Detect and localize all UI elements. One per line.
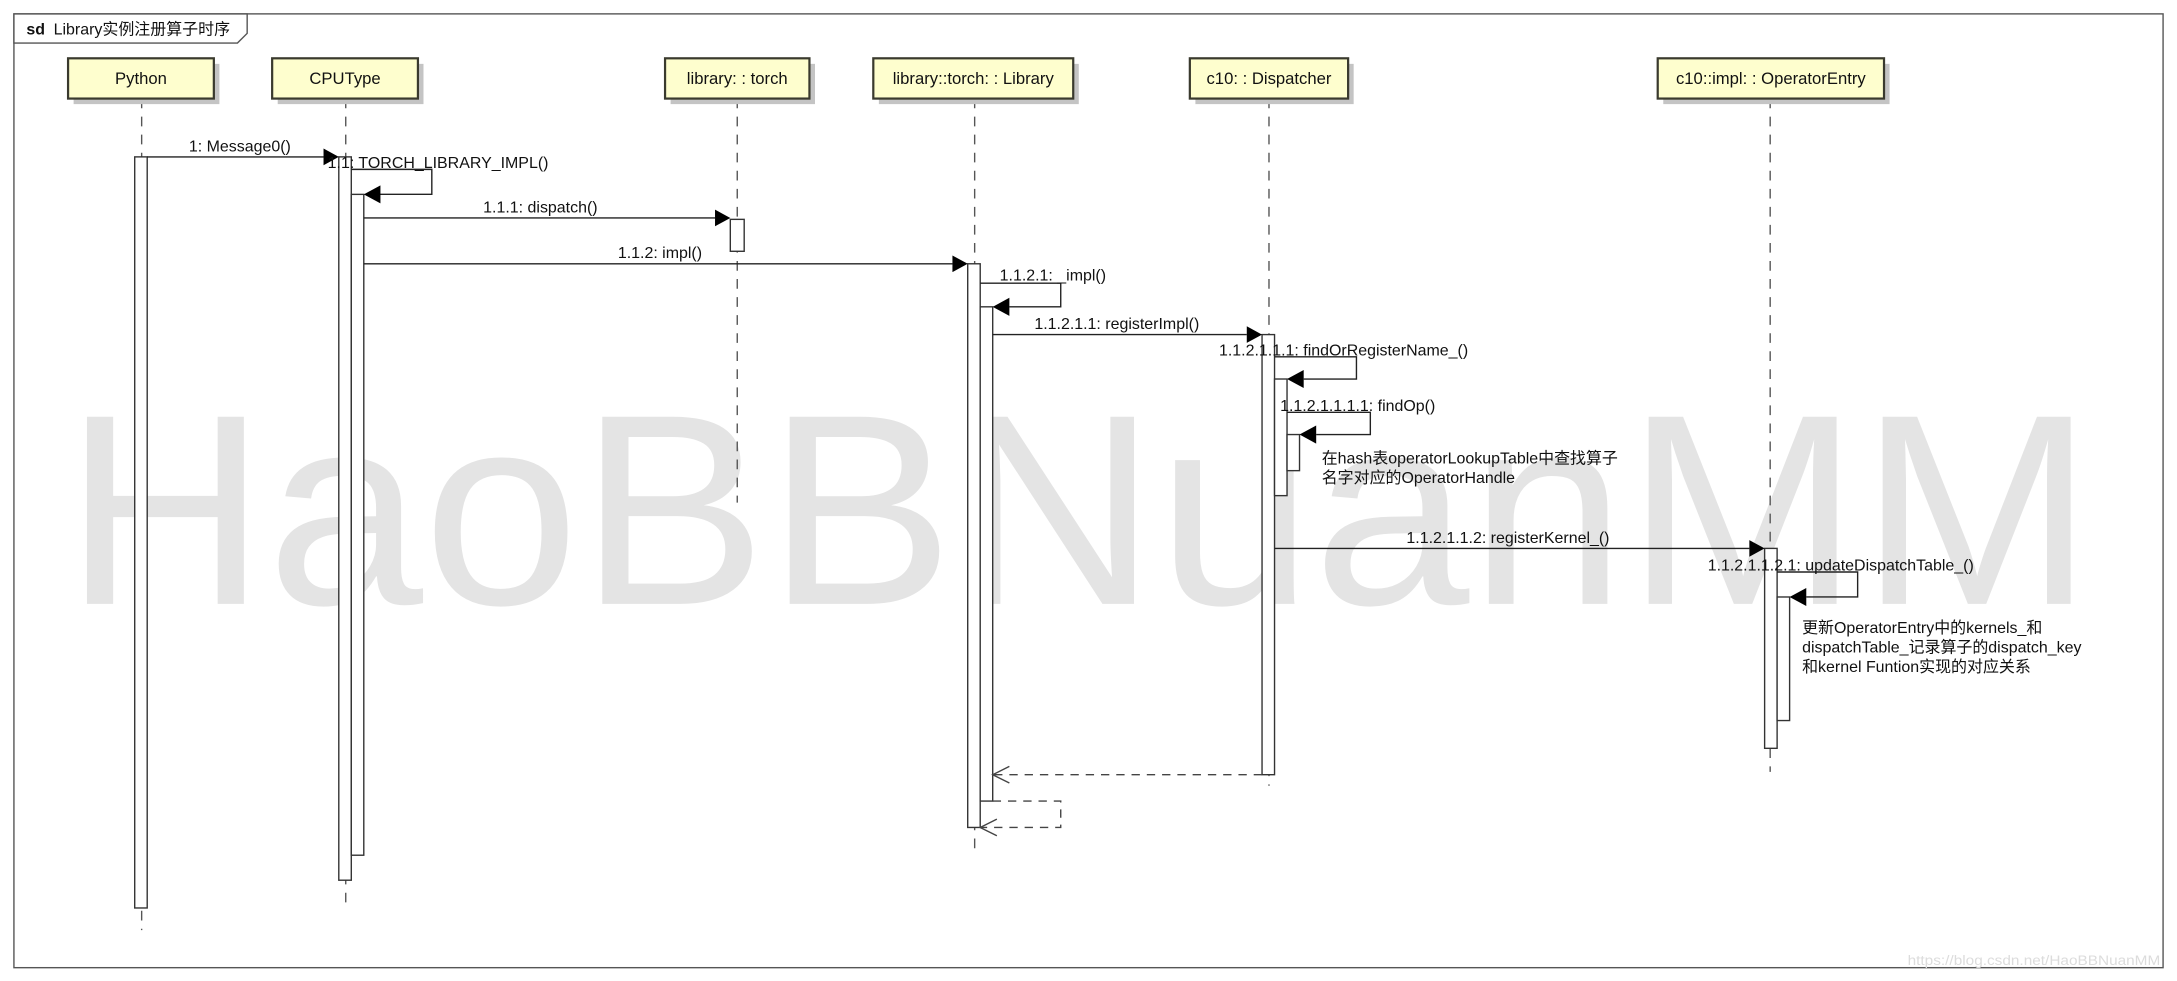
participant-box	[66, 57, 215, 100]
open-arrowhead	[978, 818, 998, 837]
arrowhead	[1749, 540, 1765, 557]
frame-title-text: Library实例注册算子时序	[54, 20, 230, 39]
frame-title-tab	[13, 13, 248, 44]
message-label: 1.1.2.1.1.1.1: findOp()	[1280, 398, 1435, 415]
self-message-line	[351, 168, 433, 196]
participant-box	[271, 57, 420, 100]
message-1-1-2-1	[980, 282, 1062, 316]
participant-library-torch: library: : torch	[663, 57, 815, 105]
message-1-1	[351, 168, 433, 204]
open-arrowhead	[991, 765, 1010, 784]
message-label: 1.1.1: dispatch()	[483, 199, 597, 216]
message-1-1-2-1-1-2	[1274, 540, 1765, 557]
frame-keyword: sd	[26, 22, 45, 39]
message-1-1-1	[363, 209, 731, 227]
arrowhead	[715, 209, 731, 227]
message-1-1-2-1-1	[992, 326, 1263, 343]
participant-dispatcher: c10: : Dispatcher	[1188, 57, 1354, 105]
message-label: 1.1.2.1.1.2: registerKernel_()	[1406, 530, 1609, 547]
activation-dispatcher	[1261, 333, 1276, 776]
message-label: 1.1.2.1.1.2.1: updateDispatchTable_()	[1708, 558, 1974, 575]
arrowhead	[1246, 326, 1263, 343]
activation-dispatcher-nested-2	[1286, 433, 1301, 472]
self-message-line	[1274, 356, 1358, 380]
message-1-1-2-1-1-2-1	[1777, 571, 1859, 607]
activation-operator-entry	[1763, 547, 1778, 750]
self-message-line	[1287, 411, 1372, 436]
participant-label: Python	[115, 69, 167, 88]
activation-cputype-nested	[350, 193, 365, 856]
message-1	[147, 148, 339, 166]
participant-operator-entry: c10::impl: : OperatorEntry	[1656, 57, 1890, 105]
participant-label: library::torch: : Library	[893, 69, 1055, 88]
activation-cputype	[338, 156, 352, 881]
participant-box	[663, 57, 811, 100]
message-label: 1: Message0()	[189, 138, 291, 155]
self-message-line	[1777, 571, 1859, 598]
participant-label: c10: : Dispatcher	[1206, 69, 1331, 88]
participant-library: library::torch: : Library	[872, 57, 1079, 105]
message-1-1-2-1-1-1	[1274, 356, 1358, 389]
participant-box	[1656, 57, 1886, 100]
participant-box	[872, 57, 1075, 100]
return-library-self	[978, 800, 1062, 837]
message-label: 1.1.2.1.1: registerImpl()	[1034, 316, 1199, 333]
diagram-frame	[13, 13, 2164, 969]
participant-python: Python	[66, 57, 220, 105]
activation-dispatcher-nested	[1273, 378, 1288, 497]
watermark-url: https://blog.csdn.net/HaoBBNuanMM	[1908, 952, 2161, 968]
activation-library-torch	[729, 218, 745, 252]
message-label: 1.1.2: impl()	[618, 245, 702, 262]
note-line: 在hash表operatorLookupTable中查找算子	[1322, 449, 1618, 468]
arrowhead	[1789, 587, 1807, 607]
participant-cputype: CPUType	[271, 57, 424, 105]
arrowhead	[363, 185, 381, 204]
activation-library-nested	[979, 306, 994, 802]
arrowhead	[1299, 425, 1317, 444]
frame-title: sd Library实例注册算子时序	[26, 20, 230, 39]
arrowhead	[952, 255, 968, 273]
message-1-1-2-1-1-1-1	[1287, 411, 1372, 444]
note-find-op: 在hash表operatorLookupTable中查找算子 名字对应的Oper…	[1322, 449, 1618, 487]
participant-label: c10::impl: : OperatorEntry	[1676, 69, 1866, 88]
participant-box	[1188, 57, 1350, 100]
arrowhead	[1287, 369, 1304, 389]
participant-label: library: : torch	[687, 69, 788, 88]
activation-library	[967, 263, 981, 829]
arrowhead	[992, 297, 1010, 316]
message-1-1-2	[363, 255, 968, 273]
return-line	[981, 800, 1062, 829]
note-update-dispatch-table: 更新OperatorEntry中的kernels_和 dispatchTable…	[1802, 619, 2081, 676]
note-line: 名字对应的OperatorHandle	[1322, 468, 1515, 487]
arrowhead	[323, 148, 339, 166]
self-message-line	[980, 282, 1062, 308]
message-label: 1.1.2.1: _impl()	[1000, 267, 1106, 284]
participant-label: CPUType	[309, 69, 380, 88]
activation-python	[134, 156, 148, 909]
watermark-text: HaoBBNuanMM	[64, 358, 2094, 662]
note-line: dispatchTable_记录算子的dispatch_key	[1802, 638, 2081, 657]
note-line: 更新OperatorEntry中的kernels_和	[1802, 619, 2042, 637]
return-dispatcher-to-library	[991, 765, 1263, 784]
message-label: 1.1.2.1.1.1: findOrRegisterName_()	[1219, 342, 1468, 359]
activation-operator-entry-nested	[1776, 596, 1791, 722]
note-line: 和kernel Funtion实现的对应关系	[1802, 657, 2031, 676]
message-label: 1.1: TORCH_LIBRARY_IMPL()	[328, 155, 549, 172]
